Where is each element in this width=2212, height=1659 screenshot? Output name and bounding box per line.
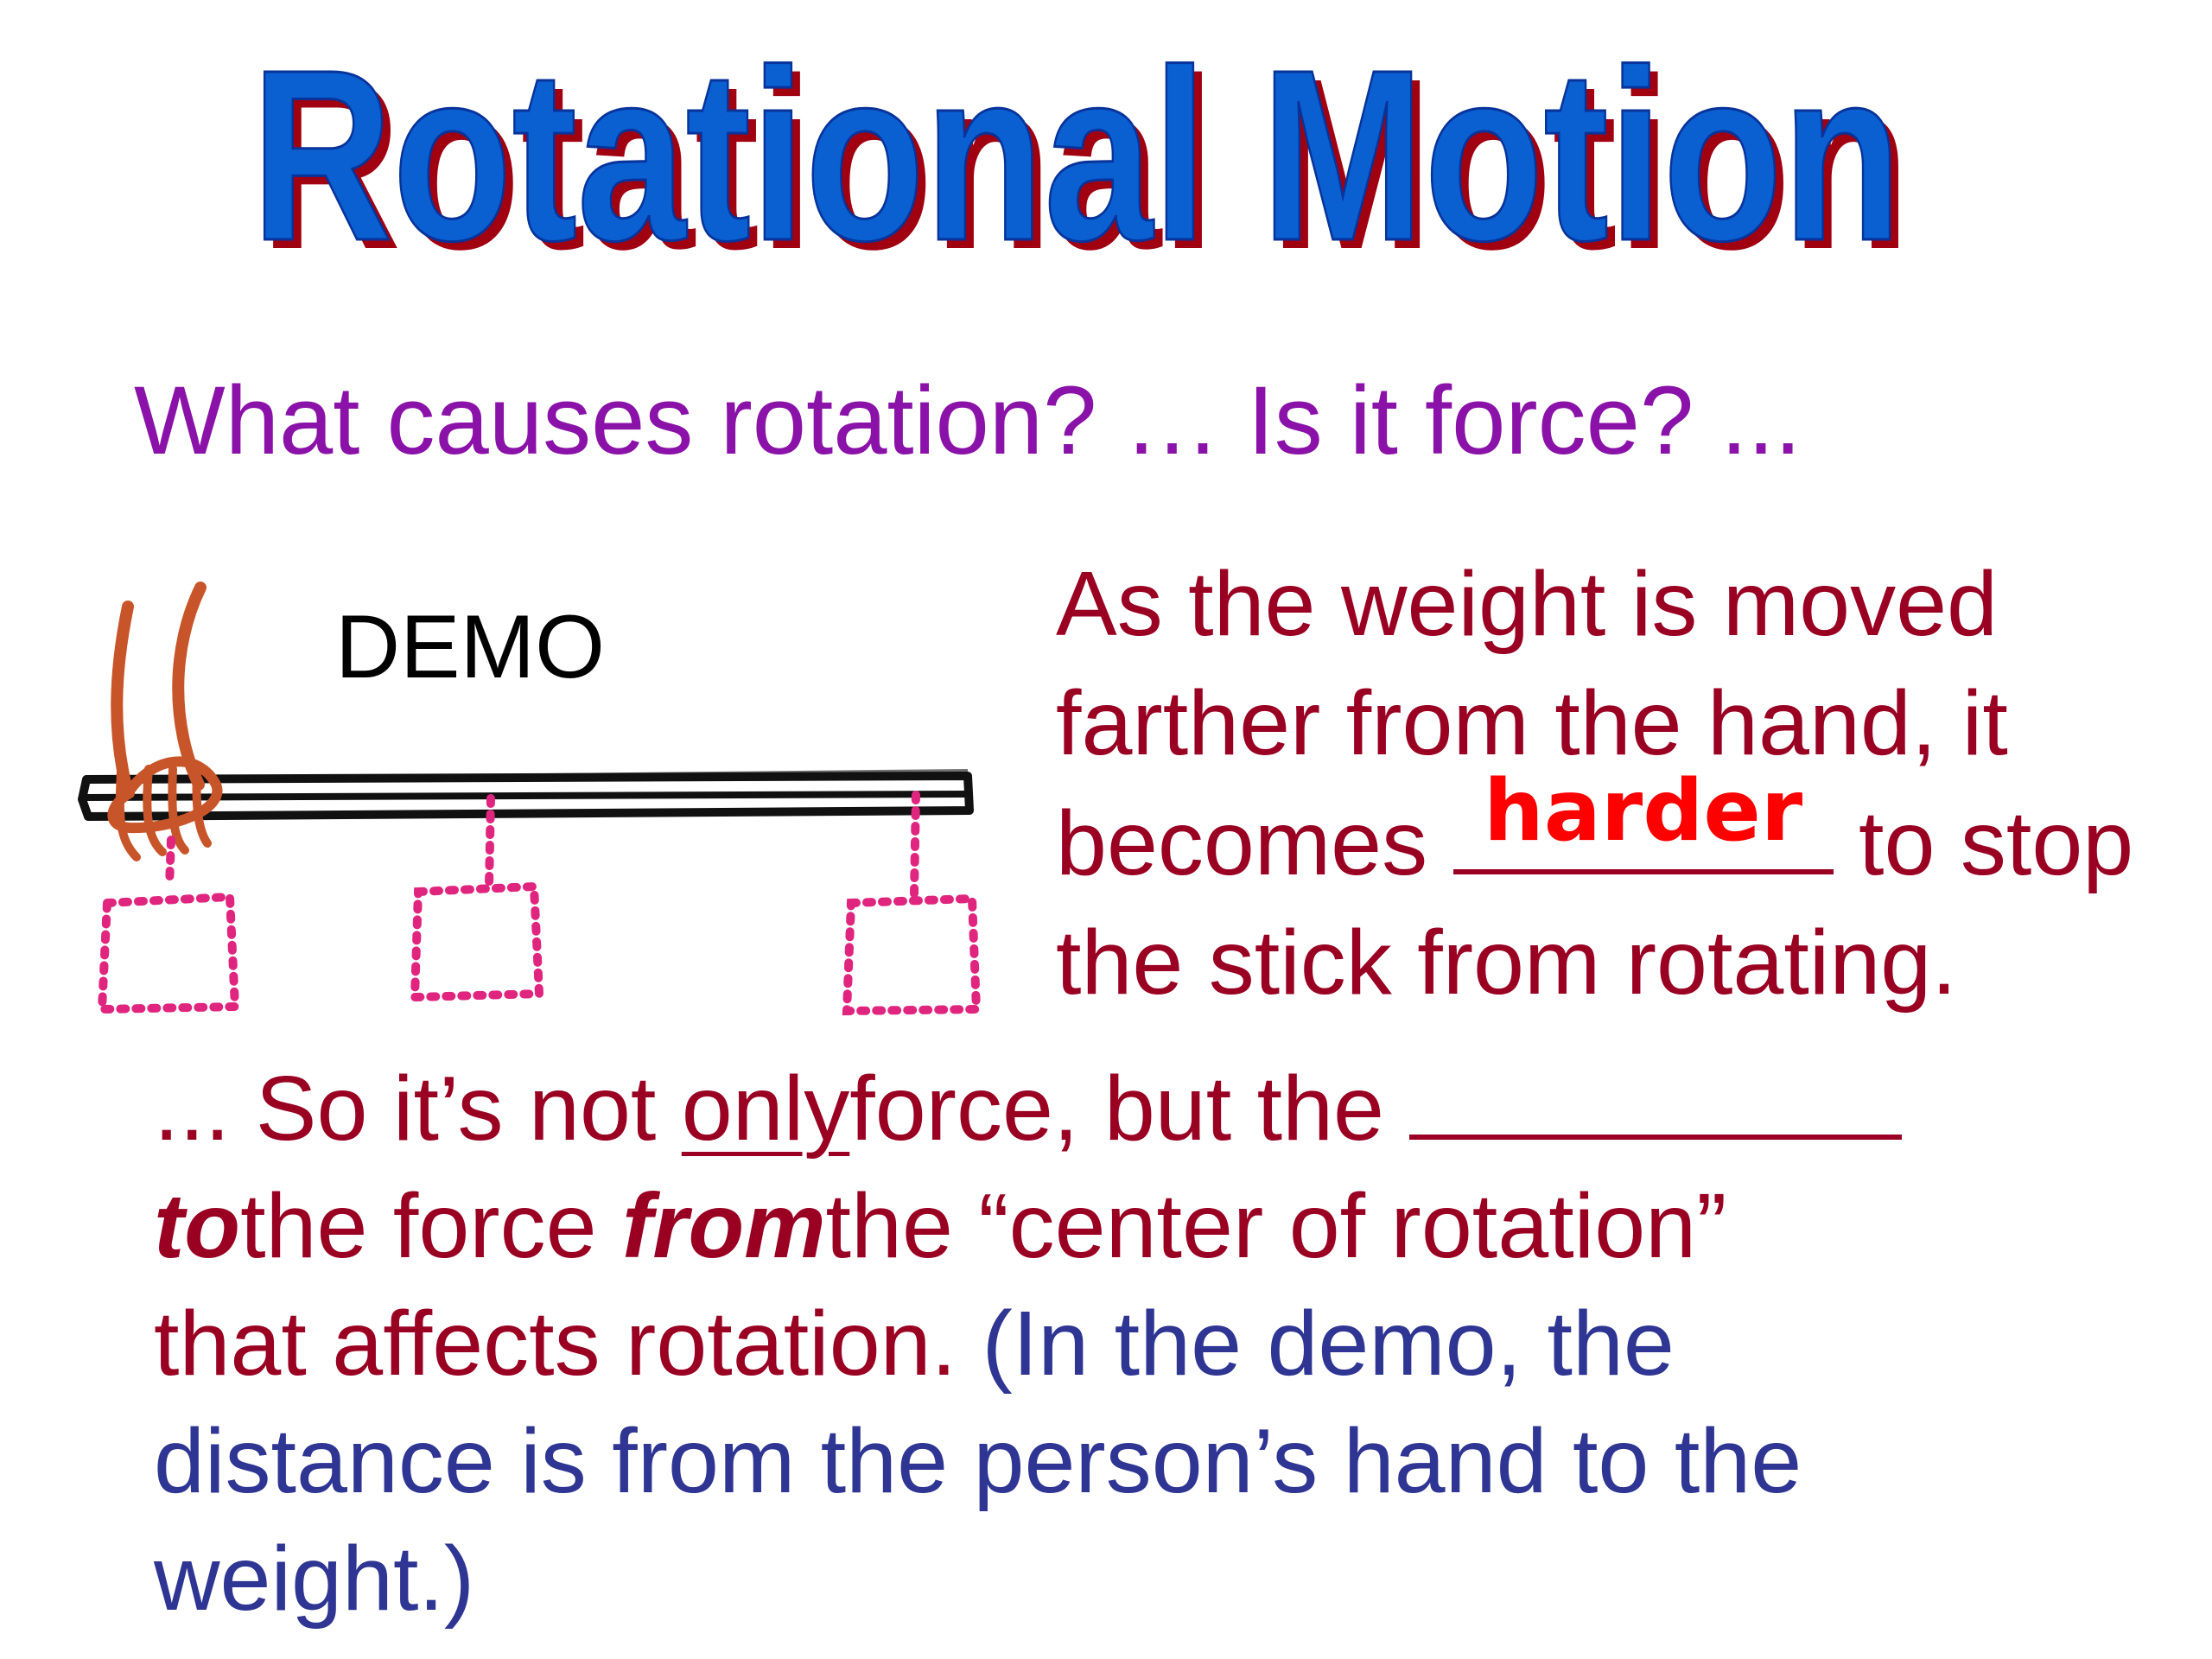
- para1-line2: farther from the hand, it: [1056, 672, 2008, 774]
- from-emphasis: from: [621, 1175, 826, 1277]
- to-emphasis: to: [154, 1175, 241, 1277]
- para1-pre-blank: becomes: [1056, 792, 1453, 894]
- blank-answer: harder: [1483, 762, 1803, 861]
- conclusion-paragraph: ... So it’s not onlyforce, but the tothe…: [154, 1050, 2167, 1637]
- demo-label: DEMO: [335, 597, 605, 697]
- weight-drawings: [97, 791, 982, 1016]
- para1-line3: becomes harder to stop: [1056, 769, 2205, 903]
- stick: [78, 769, 974, 821]
- para2-seg1: ... So it’s not: [154, 1058, 682, 1160]
- para1-post-blank: to stop: [1833, 792, 2134, 894]
- hand-drawing: [107, 582, 223, 861]
- explanation-paragraph: As the weight is moved farther from the …: [1056, 544, 2205, 1022]
- demo-illustration: [78, 582, 982, 1016]
- fill-blank-1: harder: [1452, 769, 1834, 874]
- para2-seg4: the “center of rotation”: [825, 1175, 1727, 1277]
- slide-title-shadow: Rotational Motion: [260, 28, 1910, 285]
- para1-line1: As the weight is moved: [1056, 553, 1998, 655]
- question-text: What causes rotation? … Is it force? ...: [134, 366, 1802, 474]
- para2-line3: that affects rotation. (In the demo, the…: [154, 1285, 2037, 1637]
- title-graphic: Rotational Motion Rotational Motion: [251, 18, 1911, 286]
- para2-line1: ... So it’s not onlyforce, but the: [154, 1050, 2167, 1167]
- demo-note: (In the demo, the distance is from the p…: [154, 1293, 1802, 1630]
- para2-seg2: force, but the: [849, 1058, 1410, 1160]
- para2-seg5: that affects rotation.: [154, 1293, 982, 1395]
- para2-line2: tothe force fromthe “center of rotation”: [154, 1167, 2167, 1285]
- slide-title: Rotational Motion: [251, 19, 1902, 285]
- para2-seg3: the force: [240, 1175, 622, 1277]
- only-underlined: only: [681, 1058, 850, 1160]
- para1-line4: the stick from rotating.: [1056, 912, 1957, 1014]
- fill-blank-2: [1409, 1057, 1903, 1140]
